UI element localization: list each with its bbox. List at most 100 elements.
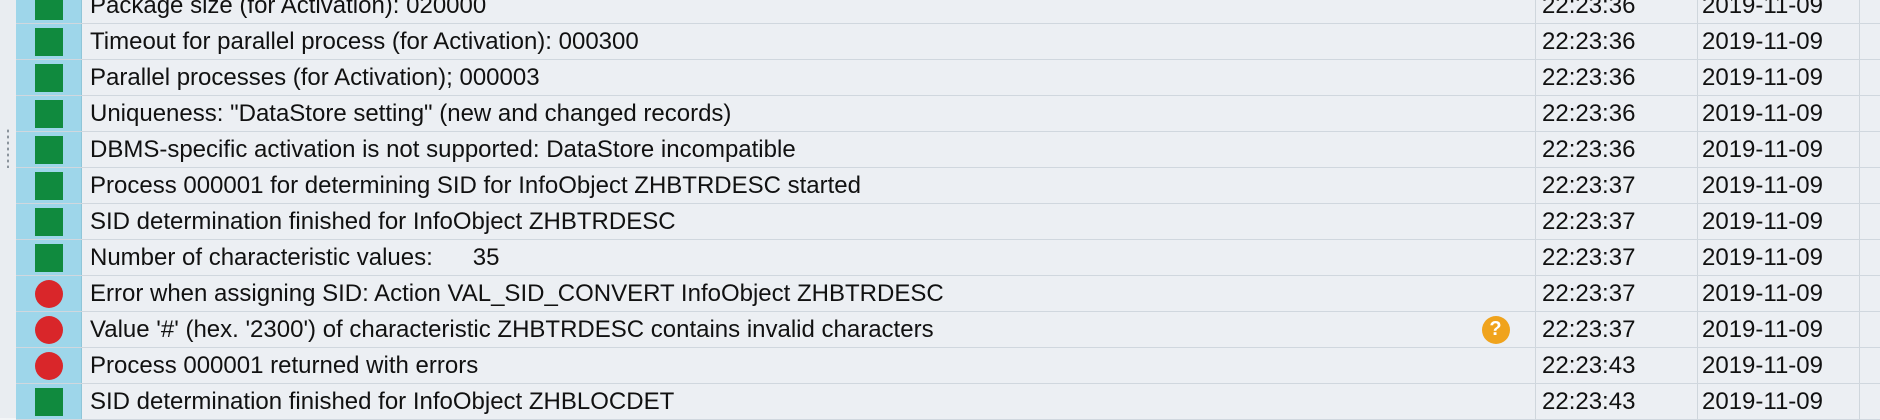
help-cell — [1456, 348, 1536, 383]
success-green-square-icon — [34, 207, 63, 236]
date-cell: 2019-11-09 — [1698, 132, 1860, 167]
message-text: Number of characteristic values: 35 — [90, 243, 500, 271]
row-filler — [1860, 0, 1880, 23]
help-cell — [1456, 204, 1536, 239]
help-cell: ? — [1456, 312, 1536, 347]
row-filler — [1860, 204, 1880, 239]
date-cell: 2019-11-09 — [1698, 60, 1860, 95]
row-filler — [1860, 24, 1880, 59]
message-text: DBMS-specific activation is not supporte… — [90, 135, 796, 163]
date-cell: 2019-11-09 — [1698, 276, 1860, 311]
help-cell — [1456, 132, 1536, 167]
row-filler — [1860, 384, 1880, 419]
help-cell — [1456, 60, 1536, 95]
help-cell — [1456, 384, 1536, 419]
row-filler — [1860, 276, 1880, 311]
time-cell: 22:23:43 — [1536, 384, 1698, 419]
log-row[interactable]: SID determination finished for InfoObjec… — [16, 204, 1880, 240]
status-cell — [16, 348, 82, 383]
log-row[interactable]: Value '#' (hex. '2300') of characteristi… — [16, 312, 1880, 348]
grip-dots-icon[interactable] — [6, 128, 10, 168]
status-cell — [16, 132, 82, 167]
success-green-square-icon — [34, 387, 63, 416]
status-cell — [16, 312, 82, 347]
status-cell — [16, 168, 82, 203]
error-red-circle-icon — [34, 315, 63, 344]
time-cell: 22:23:43 — [1536, 348, 1698, 383]
log-row[interactable]: Process 000001 returned with errors 22:23… — [16, 348, 1880, 384]
date-cell: 2019-11-09 — [1698, 312, 1860, 347]
time-cell: 22:23:37 — [1536, 276, 1698, 311]
help-cell — [1456, 276, 1536, 311]
message-log-table: Package size (for Activation): 020000 22:… — [16, 0, 1880, 420]
time-cell: 22:23:37 — [1536, 204, 1698, 239]
log-row[interactable]: Number of characteristic values: 35 22:23… — [16, 240, 1880, 276]
status-cell — [16, 384, 82, 419]
row-filler — [1860, 240, 1880, 275]
message-text: Parallel processes (for Activation); 000… — [90, 63, 540, 91]
log-row[interactable]: Error when assigning SID: Action VAL_SID… — [16, 276, 1880, 312]
help-cell — [1456, 0, 1536, 23]
success-green-square-icon — [34, 27, 63, 56]
time-cell: 22:23:36 — [1536, 60, 1698, 95]
message-text: SID determination finished for InfoObjec… — [90, 207, 676, 235]
date-cell: 2019-11-09 — [1698, 384, 1860, 419]
help-cell — [1456, 240, 1536, 275]
row-filler — [1860, 96, 1880, 131]
row-filler — [1860, 132, 1880, 167]
success-green-square-icon — [34, 135, 63, 164]
row-filler — [1860, 312, 1880, 347]
log-row[interactable]: Process 000001 for determining SID for I… — [16, 168, 1880, 204]
date-cell: 2019-11-09 — [1698, 348, 1860, 383]
log-row[interactable]: Package size (for Activation): 020000 22:… — [16, 0, 1880, 24]
status-cell — [16, 60, 82, 95]
date-cell: 2019-11-09 — [1698, 240, 1860, 275]
message-text: SID determination finished for InfoObjec… — [90, 387, 675, 415]
row-filler — [1860, 348, 1880, 383]
status-cell — [16, 240, 82, 275]
splitter-handle[interactable] — [0, 0, 17, 418]
date-cell: 2019-11-09 — [1698, 24, 1860, 59]
status-cell — [16, 276, 82, 311]
date-cell: 2019-11-09 — [1698, 0, 1860, 23]
message-text: Timeout for parallel process (for Activa… — [90, 27, 639, 55]
error-red-circle-icon — [34, 279, 63, 308]
help-cell — [1456, 96, 1536, 131]
row-filler — [1860, 168, 1880, 203]
message-text: Error when assigning SID: Action VAL_SID… — [90, 279, 944, 307]
help-question-icon[interactable]: ? — [1481, 315, 1510, 344]
success-green-square-icon — [34, 243, 63, 272]
message-text: Package size (for Activation): 020000 — [90, 0, 487, 19]
success-green-square-icon — [34, 99, 63, 128]
success-green-square-icon — [34, 63, 63, 92]
message-text: Process 000001 returned with errors — [90, 351, 479, 379]
time-cell: 22:23:36 — [1536, 24, 1698, 59]
help-cell — [1456, 24, 1536, 59]
log-row[interactable]: SID determination finished for InfoObjec… — [16, 384, 1880, 420]
log-row[interactable]: Parallel processes (for Activation); 000… — [16, 60, 1880, 96]
message-text: Uniqueness: "DataStore setting" (new and… — [90, 99, 732, 127]
help-cell — [1456, 168, 1536, 203]
date-cell: 2019-11-09 — [1698, 96, 1860, 131]
success-green-square-icon — [34, 0, 63, 20]
time-cell: 22:23:36 — [1536, 96, 1698, 131]
log-row[interactable]: DBMS-specific activation is not supporte… — [16, 132, 1880, 168]
status-cell — [16, 96, 82, 131]
time-cell: 22:23:37 — [1536, 168, 1698, 203]
time-cell: 22:23:36 — [1536, 0, 1698, 23]
log-row[interactable]: Uniqueness: "DataStore setting" (new and… — [16, 96, 1880, 132]
time-cell: 22:23:37 — [1536, 312, 1698, 347]
date-cell: 2019-11-09 — [1698, 204, 1860, 239]
message-text: Value '#' (hex. '2300') of characteristi… — [90, 315, 934, 343]
time-cell: 22:23:37 — [1536, 240, 1698, 275]
error-red-circle-icon — [34, 351, 63, 380]
date-cell: 2019-11-09 — [1698, 168, 1860, 203]
status-cell — [16, 204, 82, 239]
row-filler — [1860, 60, 1880, 95]
log-row[interactable]: Timeout for parallel process (for Activa… — [16, 24, 1880, 60]
status-cell — [16, 0, 82, 23]
success-green-square-icon — [34, 171, 63, 200]
message-text: Process 000001 for determining SID for I… — [90, 171, 861, 199]
time-cell: 22:23:36 — [1536, 132, 1698, 167]
